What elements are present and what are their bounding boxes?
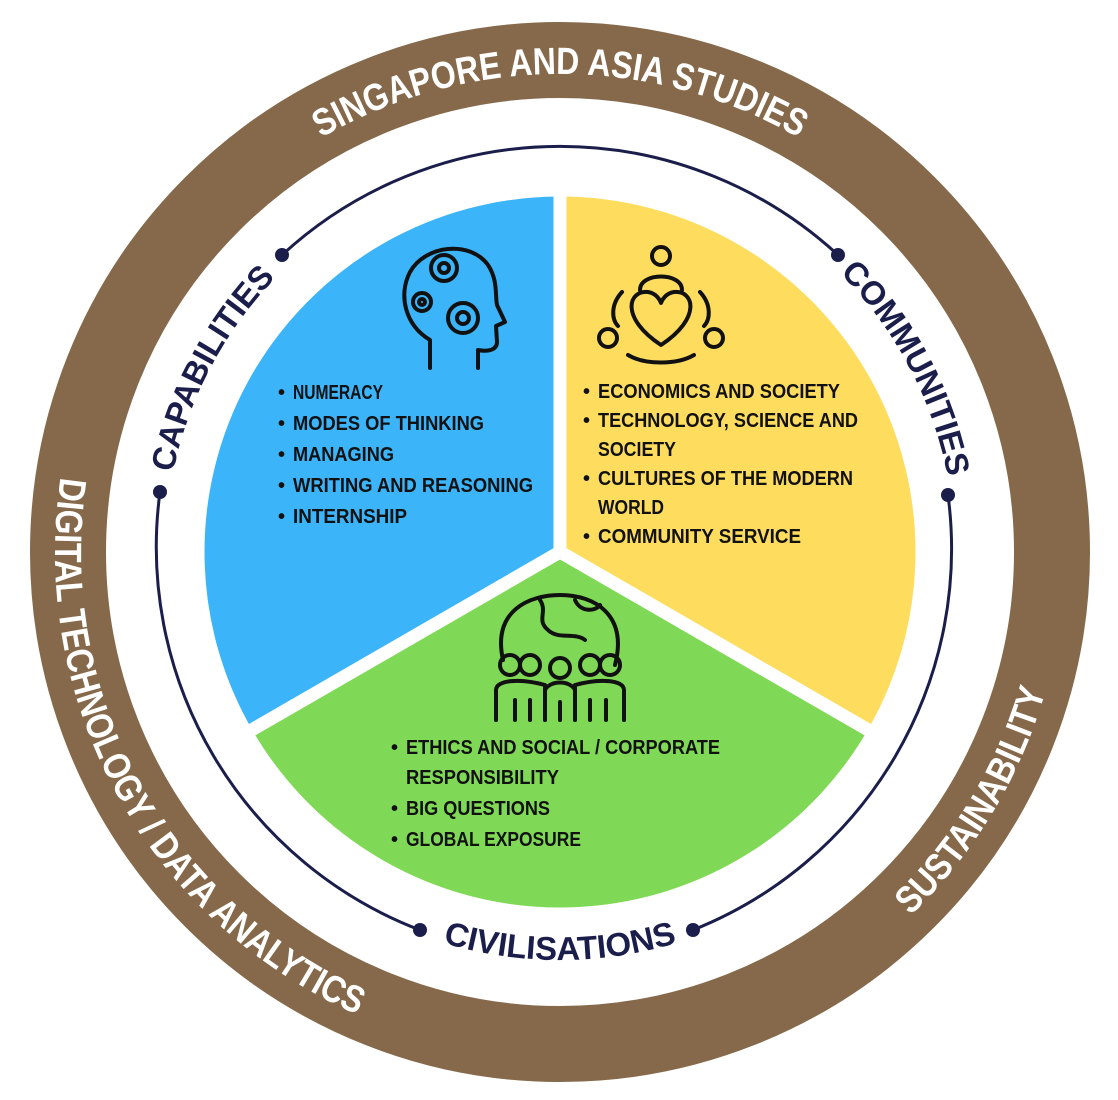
communities-list: • ECONOMICS AND SOCIETY • TECHNOLOGY, SC… [583, 381, 858, 548]
list-bullet: • [278, 475, 285, 497]
arc-dot [831, 248, 845, 262]
list-bullet: • [391, 829, 398, 851]
list-bullet: • [583, 526, 590, 548]
arc-dot [153, 485, 167, 499]
arc-dot [941, 488, 955, 502]
arc-left [154, 491, 421, 932]
arc-dots [153, 248, 955, 937]
list-bullet: • [278, 506, 285, 528]
list-item: TECHNOLOGY, SCIENCE AND [598, 410, 858, 432]
list-item: MANAGING [293, 444, 394, 466]
arc-dot [413, 923, 427, 937]
list-item: NUMERACY [293, 382, 384, 404]
list-bullet: • [391, 798, 398, 820]
list-item: COMMUNITY SERVICE [598, 526, 801, 548]
list-bullet: • [391, 737, 398, 759]
outer-ring [30, 22, 1090, 1082]
list-bullet: • [583, 381, 590, 403]
list-item: WORLD [598, 497, 664, 519]
list-item: CULTURES OF THE MODERN [598, 468, 853, 490]
arc-right [692, 494, 954, 932]
arc-dot [686, 923, 700, 937]
list-item: BIG QUESTIONS [406, 798, 550, 820]
list-item: MODES OF THINKING [293, 413, 484, 435]
list-bullet: • [278, 382, 285, 404]
pillar-title-civilisations: CIVILISATIONS [441, 914, 679, 967]
list-bullet: • [278, 444, 285, 466]
list-bullet: • [583, 468, 590, 490]
capabilities-list: • NUMERACY • MODES OF THINKING • MANAGIN… [278, 382, 533, 528]
list-item: WRITING AND REASONING [293, 475, 533, 497]
navy-arcs [154, 144, 954, 932]
civilisations-list: • ETHICS AND SOCIAL / CORPORATE RESPONSI… [391, 737, 720, 851]
arc-dot [275, 248, 289, 262]
head-gears-icon [402, 246, 507, 370]
list-item: GLOBAL EXPOSURE [406, 829, 581, 851]
list-bullet: • [583, 410, 590, 432]
list-item: ECONOMICS AND SOCIETY [598, 381, 841, 403]
list-bullet: • [278, 413, 285, 435]
list-item: SOCIETY [598, 439, 677, 461]
list-item: ETHICS AND SOCIAL / CORPORATE [406, 737, 720, 759]
arc-top [280, 144, 840, 257]
list-item: RESPONSIBILITY [406, 767, 560, 789]
community-heart-icon [597, 245, 725, 365]
list-item: INTERNSHIP [293, 506, 407, 528]
globe-people-icon [494, 593, 626, 722]
sector-civilisations [240, 545, 880, 921]
